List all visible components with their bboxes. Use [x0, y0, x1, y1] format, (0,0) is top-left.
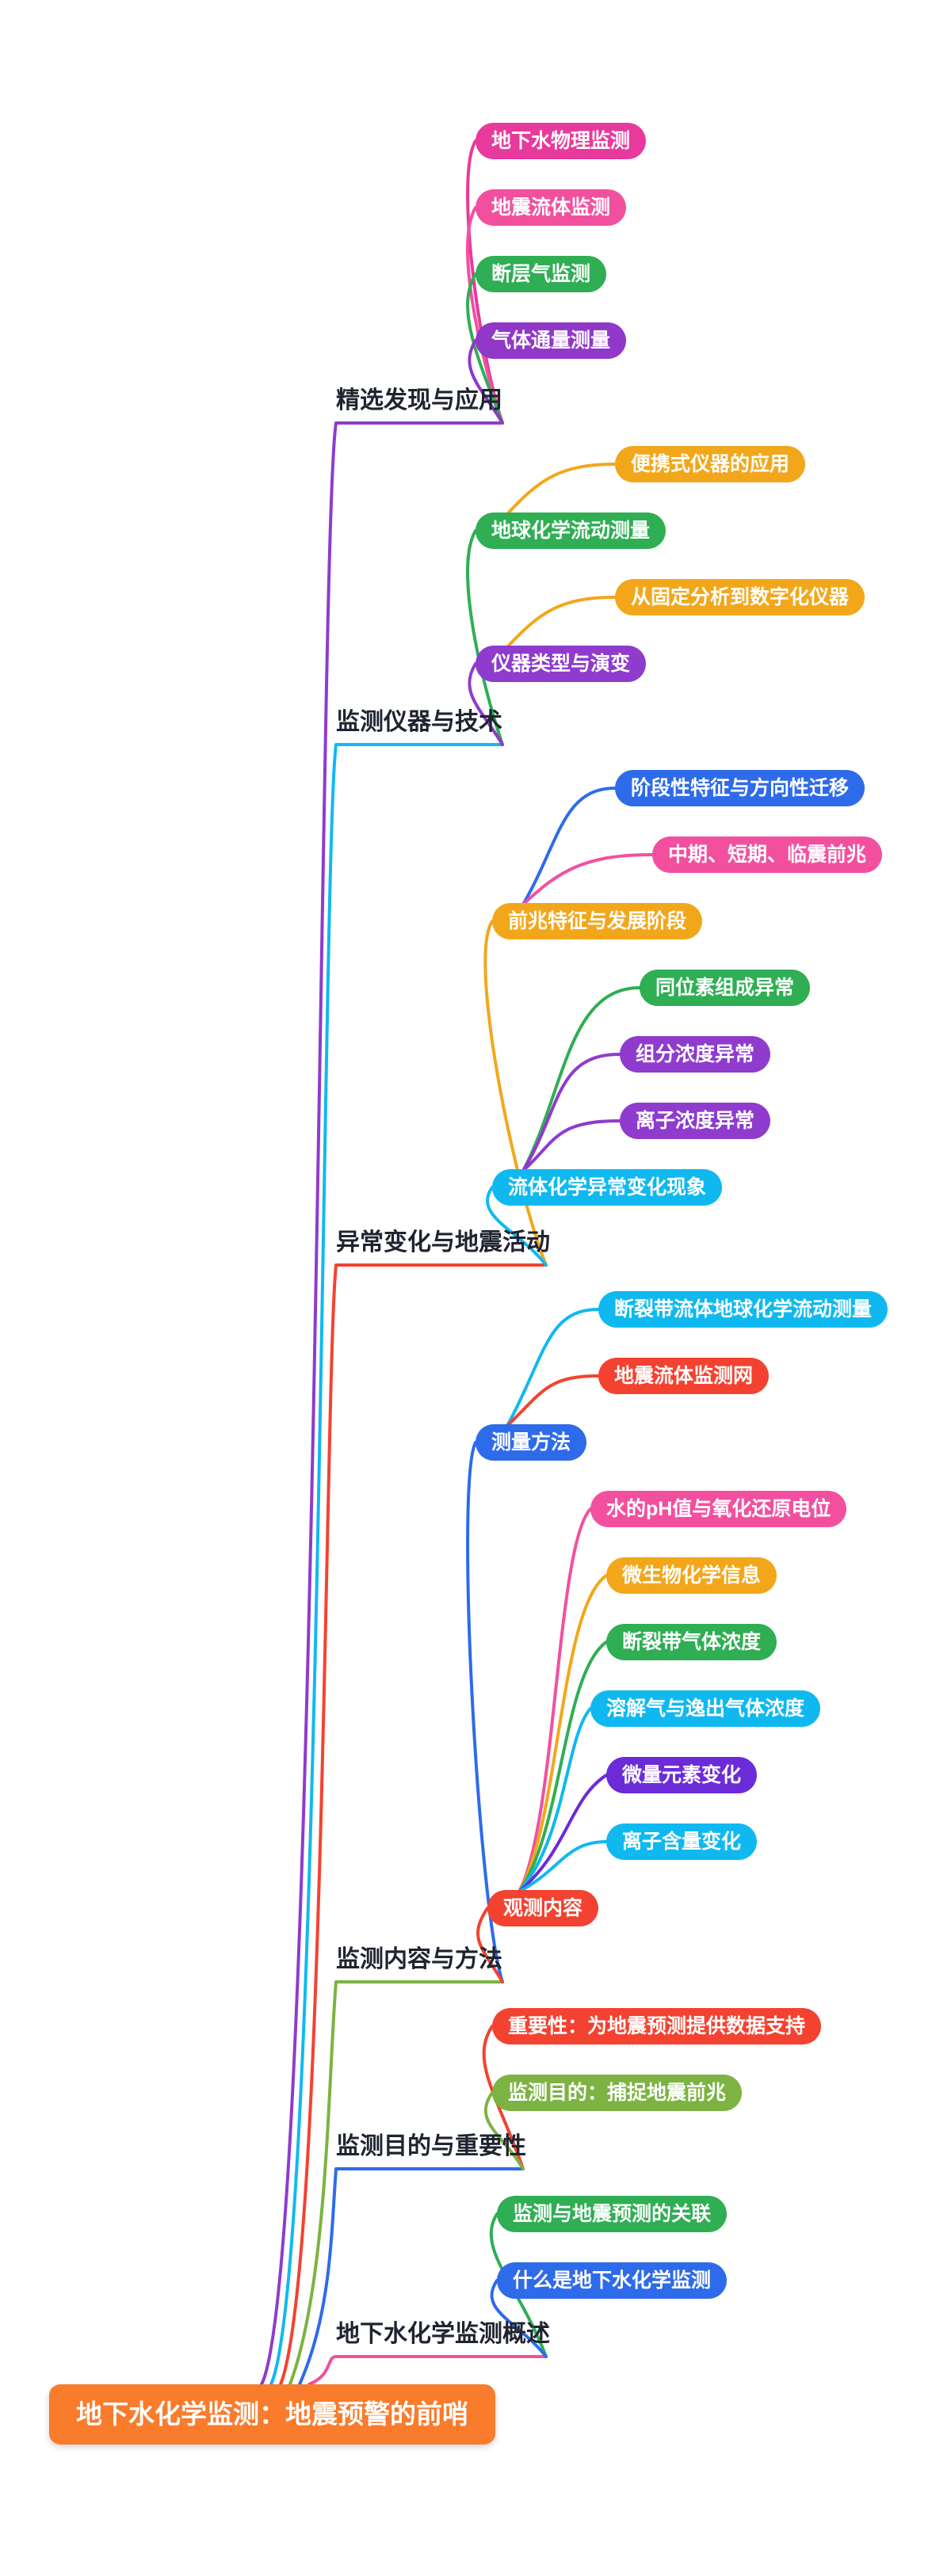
link-to-ion-content	[518, 1840, 608, 1893]
node-observation-content[interactable]: 观测内容	[487, 1890, 599, 1926]
node-seismic-fluid-monitoring[interactable]: 地震流体监测	[476, 189, 627, 226]
node-fault-zone-geochemical-flow-survey[interactable]: 断裂带流体地球化学流动测量	[598, 1291, 888, 1328]
link-root-to-overview	[307, 2355, 548, 2386]
link-to-fluid-chemical-anomalies	[486, 1186, 548, 1267]
node-measurement-methods[interactable]: 测量方法	[476, 1424, 587, 1461]
link-to-fixed-to-digital	[506, 596, 617, 649]
node-seismic-fluid-monitoring-network[interactable]: 地震流体监测网	[598, 1358, 770, 1394]
link-root-to-content-methods	[288, 1980, 504, 2386]
link-to-component-anomaly	[521, 1053, 621, 1172]
link-to-fault-zone-gas	[518, 1640, 608, 1893]
link-to-ion-concentration-anomaly	[521, 1119, 621, 1172]
node-fluid-chemical-anomaly-phenomena[interactable]: 流体化学异常变化现象	[492, 1169, 723, 1206]
link-to-purpose	[483, 2091, 525, 2170]
node-microbial-chemical-info[interactable]: 微生物化学信息	[606, 1557, 777, 1594]
node-geochemical-flow-survey[interactable]: 地球化学流动测量	[476, 513, 666, 549]
node-purpose-capture-precursors[interactable]: 监测目的：捕捉地震前兆	[492, 2075, 743, 2111]
link-to-portable-instruments	[506, 463, 617, 516]
topic-anomalies-seismic-activity[interactable]: 异常变化与地震活动	[336, 1229, 550, 1256]
node-mid-short-imminent-precursors[interactable]: 中期、短期、临震前兆	[652, 836, 883, 873]
node-groundwater-physical-monitoring[interactable]: 地下水物理监测	[476, 123, 647, 159]
link-to-microbial-info	[518, 1574, 608, 1893]
node-ion-concentration-anomaly[interactable]: 离子浓度异常	[620, 1103, 771, 1139]
link-to-geochemical-flow-survey	[466, 529, 504, 746]
node-trace-element-changes[interactable]: 微量元素变化	[606, 1757, 758, 1793]
root-node[interactable]: 地下水化学监测：地震预警的前哨	[49, 2384, 495, 2445]
link-to-observation-content	[476, 1907, 504, 1983]
link-to-isotope-anomaly	[521, 986, 641, 1172]
node-instrument-types-evolution[interactable]: 仪器类型与演变	[476, 646, 647, 682]
link-to-dissolved-gas	[518, 1707, 592, 1893]
link-to-seismic-fluid-network	[506, 1374, 600, 1427]
node-importance-data-support[interactable]: 重要性：为地震预测提供数据支持	[492, 2008, 822, 2044]
link-to-stage-directional-migration	[521, 787, 617, 906]
node-fault-gas-monitoring[interactable]: 断层气监测	[476, 256, 607, 292]
topic-monitoring-purpose-importance[interactable]: 监测目的与重要性	[336, 2133, 526, 2159]
link-to-measurement-methods	[466, 1441, 504, 1983]
node-portable-instruments-application[interactable]: 便携式仪器的应用	[615, 446, 806, 482]
link-to-what-is	[490, 2279, 548, 2358]
node-ph-redox-potential[interactable]: 水的pH值与氧化还原电位	[590, 1491, 847, 1527]
node-precursor-features-stages[interactable]: 前兆特征与发展阶段	[492, 903, 703, 939]
node-gas-flux-measurement[interactable]: 气体通量测量	[476, 322, 627, 359]
node-stage-directional-migration[interactable]: 阶段性特征与方向性迁移	[615, 770, 865, 806]
link-root-to-anomalies	[279, 1263, 548, 2386]
link-to-importance	[482, 2025, 525, 2170]
link-root-to-purpose-importance	[298, 2167, 525, 2386]
node-monitoring-prediction-link[interactable]: 监测与地震预测的关联	[497, 2196, 728, 2232]
topic-monitoring-content-methods[interactable]: 监测内容与方法	[336, 1946, 502, 1972]
topic-monitoring-instruments-technology[interactable]: 监测仪器与技术	[336, 709, 502, 735]
link-to-instrument-types-evolution	[468, 662, 504, 746]
link-root-to-featured-findings	[260, 421, 504, 2386]
link-to-trace-elements	[518, 1774, 608, 1893]
topic-featured-findings-applications[interactable]: 精选发现与应用	[336, 387, 502, 413]
node-fault-zone-gas-concentration[interactable]: 断裂带气体浓度	[606, 1624, 777, 1660]
node-dissolved-escaped-gas-concentration[interactable]: 溶解气与逸出气体浓度	[590, 1690, 821, 1727]
node-component-concentration-anomaly[interactable]: 组分浓度异常	[620, 1036, 771, 1073]
link-to-fault-gas-monitoring	[466, 272, 504, 425]
link-root-to-instruments	[269, 743, 504, 2386]
link-to-precursor-stages	[483, 920, 548, 1267]
link-to-gas-flux-measurement	[468, 339, 504, 425]
node-fixed-to-digital-instruments[interactable]: 从固定分析到数字化仪器	[615, 579, 865, 615]
link-to-mid-short-imminent	[521, 853, 654, 906]
link-to-fault-zone-flow-survey	[506, 1308, 600, 1427]
link-to-ph-redox	[518, 1507, 592, 1893]
node-ion-content-changes[interactable]: 离子含量变化	[606, 1823, 758, 1860]
node-isotope-composition-anomaly[interactable]: 同位素组成异常	[640, 970, 811, 1006]
node-what-is-groundwater-chemical-monitoring[interactable]: 什么是地下水化学监测	[497, 2262, 728, 2299]
topic-groundwater-monitoring-overview[interactable]: 地下水化学监测概述	[336, 2321, 550, 2347]
link-to-seismic-fluid-monitoring	[466, 206, 504, 425]
